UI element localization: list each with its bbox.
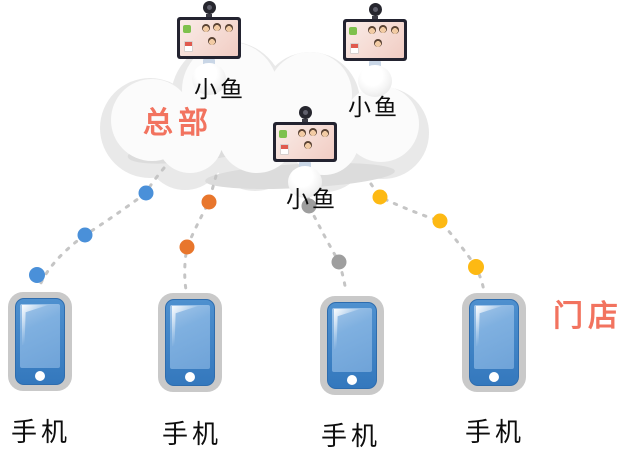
camera-icon xyxy=(368,3,382,16)
connection-dot-blue xyxy=(77,227,93,243)
connection-dot-orange xyxy=(179,239,195,255)
screen-red-tile xyxy=(184,41,193,52)
phone-icon-1 xyxy=(8,292,72,391)
avatar xyxy=(374,39,382,47)
avatar xyxy=(379,25,387,33)
xiaoyu-device-3 xyxy=(273,106,337,198)
avatar xyxy=(309,128,317,136)
home-button xyxy=(347,375,357,385)
xiaoyu-label-3: 小鱼 xyxy=(286,187,338,212)
xiaoyu-device-2 xyxy=(343,3,407,97)
home-button xyxy=(185,372,195,382)
screen-red-tile xyxy=(280,144,289,155)
phone-label-1: 手机 xyxy=(10,418,72,447)
connection-dot-gray xyxy=(301,198,317,214)
phone-screen xyxy=(332,308,372,372)
xiaoyu-device-1 xyxy=(177,1,241,95)
phone-icon-2 xyxy=(158,293,222,392)
store-label: 门店 xyxy=(553,300,623,333)
phone-label-2: 手机 xyxy=(161,420,223,449)
avatar xyxy=(213,23,221,31)
sphere-base-icon xyxy=(358,65,392,97)
avatar xyxy=(391,26,399,34)
camera-icon xyxy=(298,106,312,119)
phone-screen xyxy=(20,304,60,368)
screen-shine xyxy=(172,306,198,346)
screen-shine xyxy=(22,305,48,345)
sphere-base-icon xyxy=(288,166,322,198)
camera-neck xyxy=(302,119,308,122)
connection-line-phone-2 xyxy=(183,174,218,292)
sphere-base-icon xyxy=(192,63,226,95)
camera-icon xyxy=(202,1,216,14)
avatar xyxy=(304,141,312,149)
avatar xyxy=(368,26,376,34)
headquarters-label: 总部 xyxy=(143,107,213,140)
monitor-screen xyxy=(276,125,334,159)
connection-dot-yellow xyxy=(432,213,448,229)
screen-shine xyxy=(334,309,360,349)
xiaoyu-label-1: 小鱼 xyxy=(194,77,246,102)
connection-dot-blue xyxy=(138,185,154,201)
connection-dots xyxy=(29,185,484,283)
phone-body xyxy=(327,302,377,389)
home-button xyxy=(35,371,45,381)
connection-dot-yellow xyxy=(372,189,388,205)
phone-body xyxy=(15,298,65,385)
connection-line-phone-4 xyxy=(369,182,486,293)
monitor-icon xyxy=(177,17,241,59)
avatar xyxy=(225,24,233,32)
phone-screen xyxy=(170,305,210,369)
avatar xyxy=(202,24,210,32)
phone-label-3: 手机 xyxy=(320,422,382,451)
connection-dot-yellow xyxy=(468,259,484,275)
screen-shine xyxy=(476,306,502,346)
phone-body xyxy=(469,299,519,386)
screen-green-tile xyxy=(349,27,357,35)
phone-label-4: 手机 xyxy=(464,418,526,447)
camera-neck xyxy=(206,14,212,17)
home-button xyxy=(489,372,499,382)
xiaoyu-label-2: 小鱼 xyxy=(348,95,400,120)
monitor-icon xyxy=(343,19,407,61)
monitor-screen xyxy=(346,22,404,58)
connection-dot-blue xyxy=(29,267,45,283)
avatar xyxy=(208,37,216,45)
camera-neck xyxy=(372,16,378,19)
screen-red-tile xyxy=(350,43,359,54)
connection-line-phone-1 xyxy=(36,166,166,292)
phone-screen xyxy=(474,305,514,369)
phone-body xyxy=(165,299,215,386)
phone-icon-3 xyxy=(320,296,384,395)
screen-green-tile xyxy=(183,25,191,33)
avatar xyxy=(298,129,306,137)
connection-dot-orange xyxy=(201,194,217,210)
screen-green-tile xyxy=(279,130,287,138)
avatar xyxy=(321,129,329,137)
connection-dot-gray xyxy=(331,254,347,270)
phone-icon-4 xyxy=(462,293,526,392)
monitor-icon xyxy=(273,122,337,162)
monitor-screen xyxy=(180,20,238,56)
